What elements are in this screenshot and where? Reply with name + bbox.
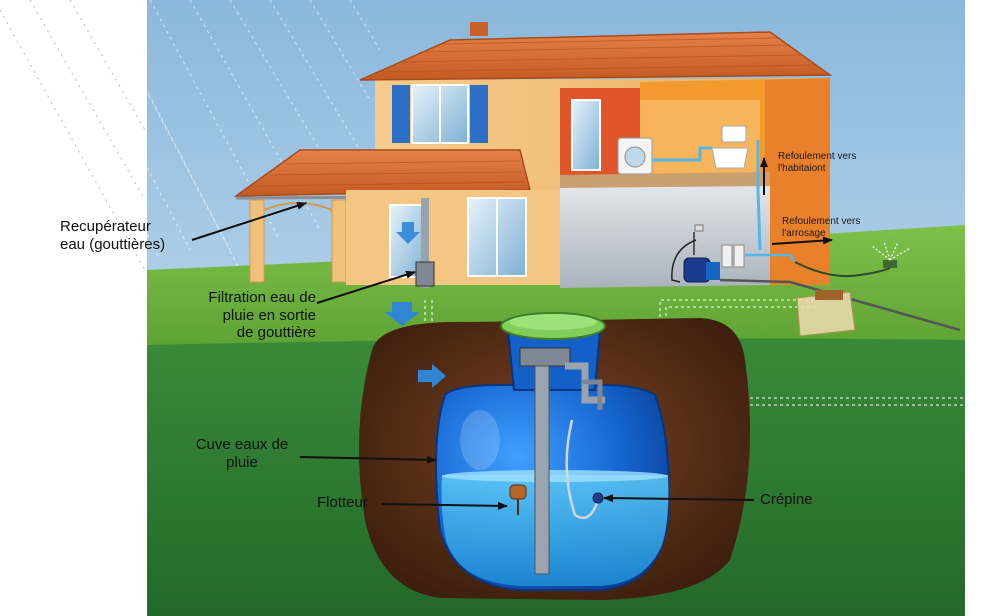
- label-arrows: [191, 157, 833, 510]
- label-cuve: Cuve eaux de pluie: [172, 436, 312, 471]
- label-filtration-line1: Filtration eau de: [208, 289, 316, 306]
- label-refoulement-arrosage-line2: l'arrosage: [782, 227, 826, 239]
- label-refoulement-habitation-line1: Refoulement vers: [778, 151, 857, 162]
- label-filtration: Filtration eau de pluie en sortie de gou…: [176, 289, 316, 342]
- label-refoulement-habitation-line2: l'habitaiont: [778, 162, 826, 174]
- label-filtration-line3: de gouttière: [236, 324, 316, 342]
- garden-sprinkler: [794, 241, 911, 337]
- label-flotteur: Flotteur: [317, 494, 368, 511]
- label-recuperateur: Recupérateur eau (gouttières): [60, 218, 165, 253]
- label-cuve-line2: pluie: [226, 453, 258, 471]
- label-filtration-line2: pluie en sortie: [222, 306, 316, 324]
- house-graphic: [233, 22, 961, 388]
- label-recuperateur-line2: eau (gouttières): [60, 235, 166, 253]
- label-refoulement-habitation: Refoulement vers l'habitaiont: [778, 151, 856, 175]
- label-crepine: Crépine: [760, 491, 813, 508]
- label-refoulement-arrosage: Refoulement vers l'arrosage: [782, 216, 860, 240]
- rain: [19, 0, 381, 271]
- label-cuve-line1: Cuve eaux de: [195, 436, 289, 453]
- rain-outside: [0, 0, 146, 271]
- label-refoulement-arrosage-line1: Refoulement vers: [782, 216, 861, 227]
- rainwater-tank-graphic: [435, 312, 670, 591]
- label-recuperateur-line1: Recupérateur: [60, 218, 151, 235]
